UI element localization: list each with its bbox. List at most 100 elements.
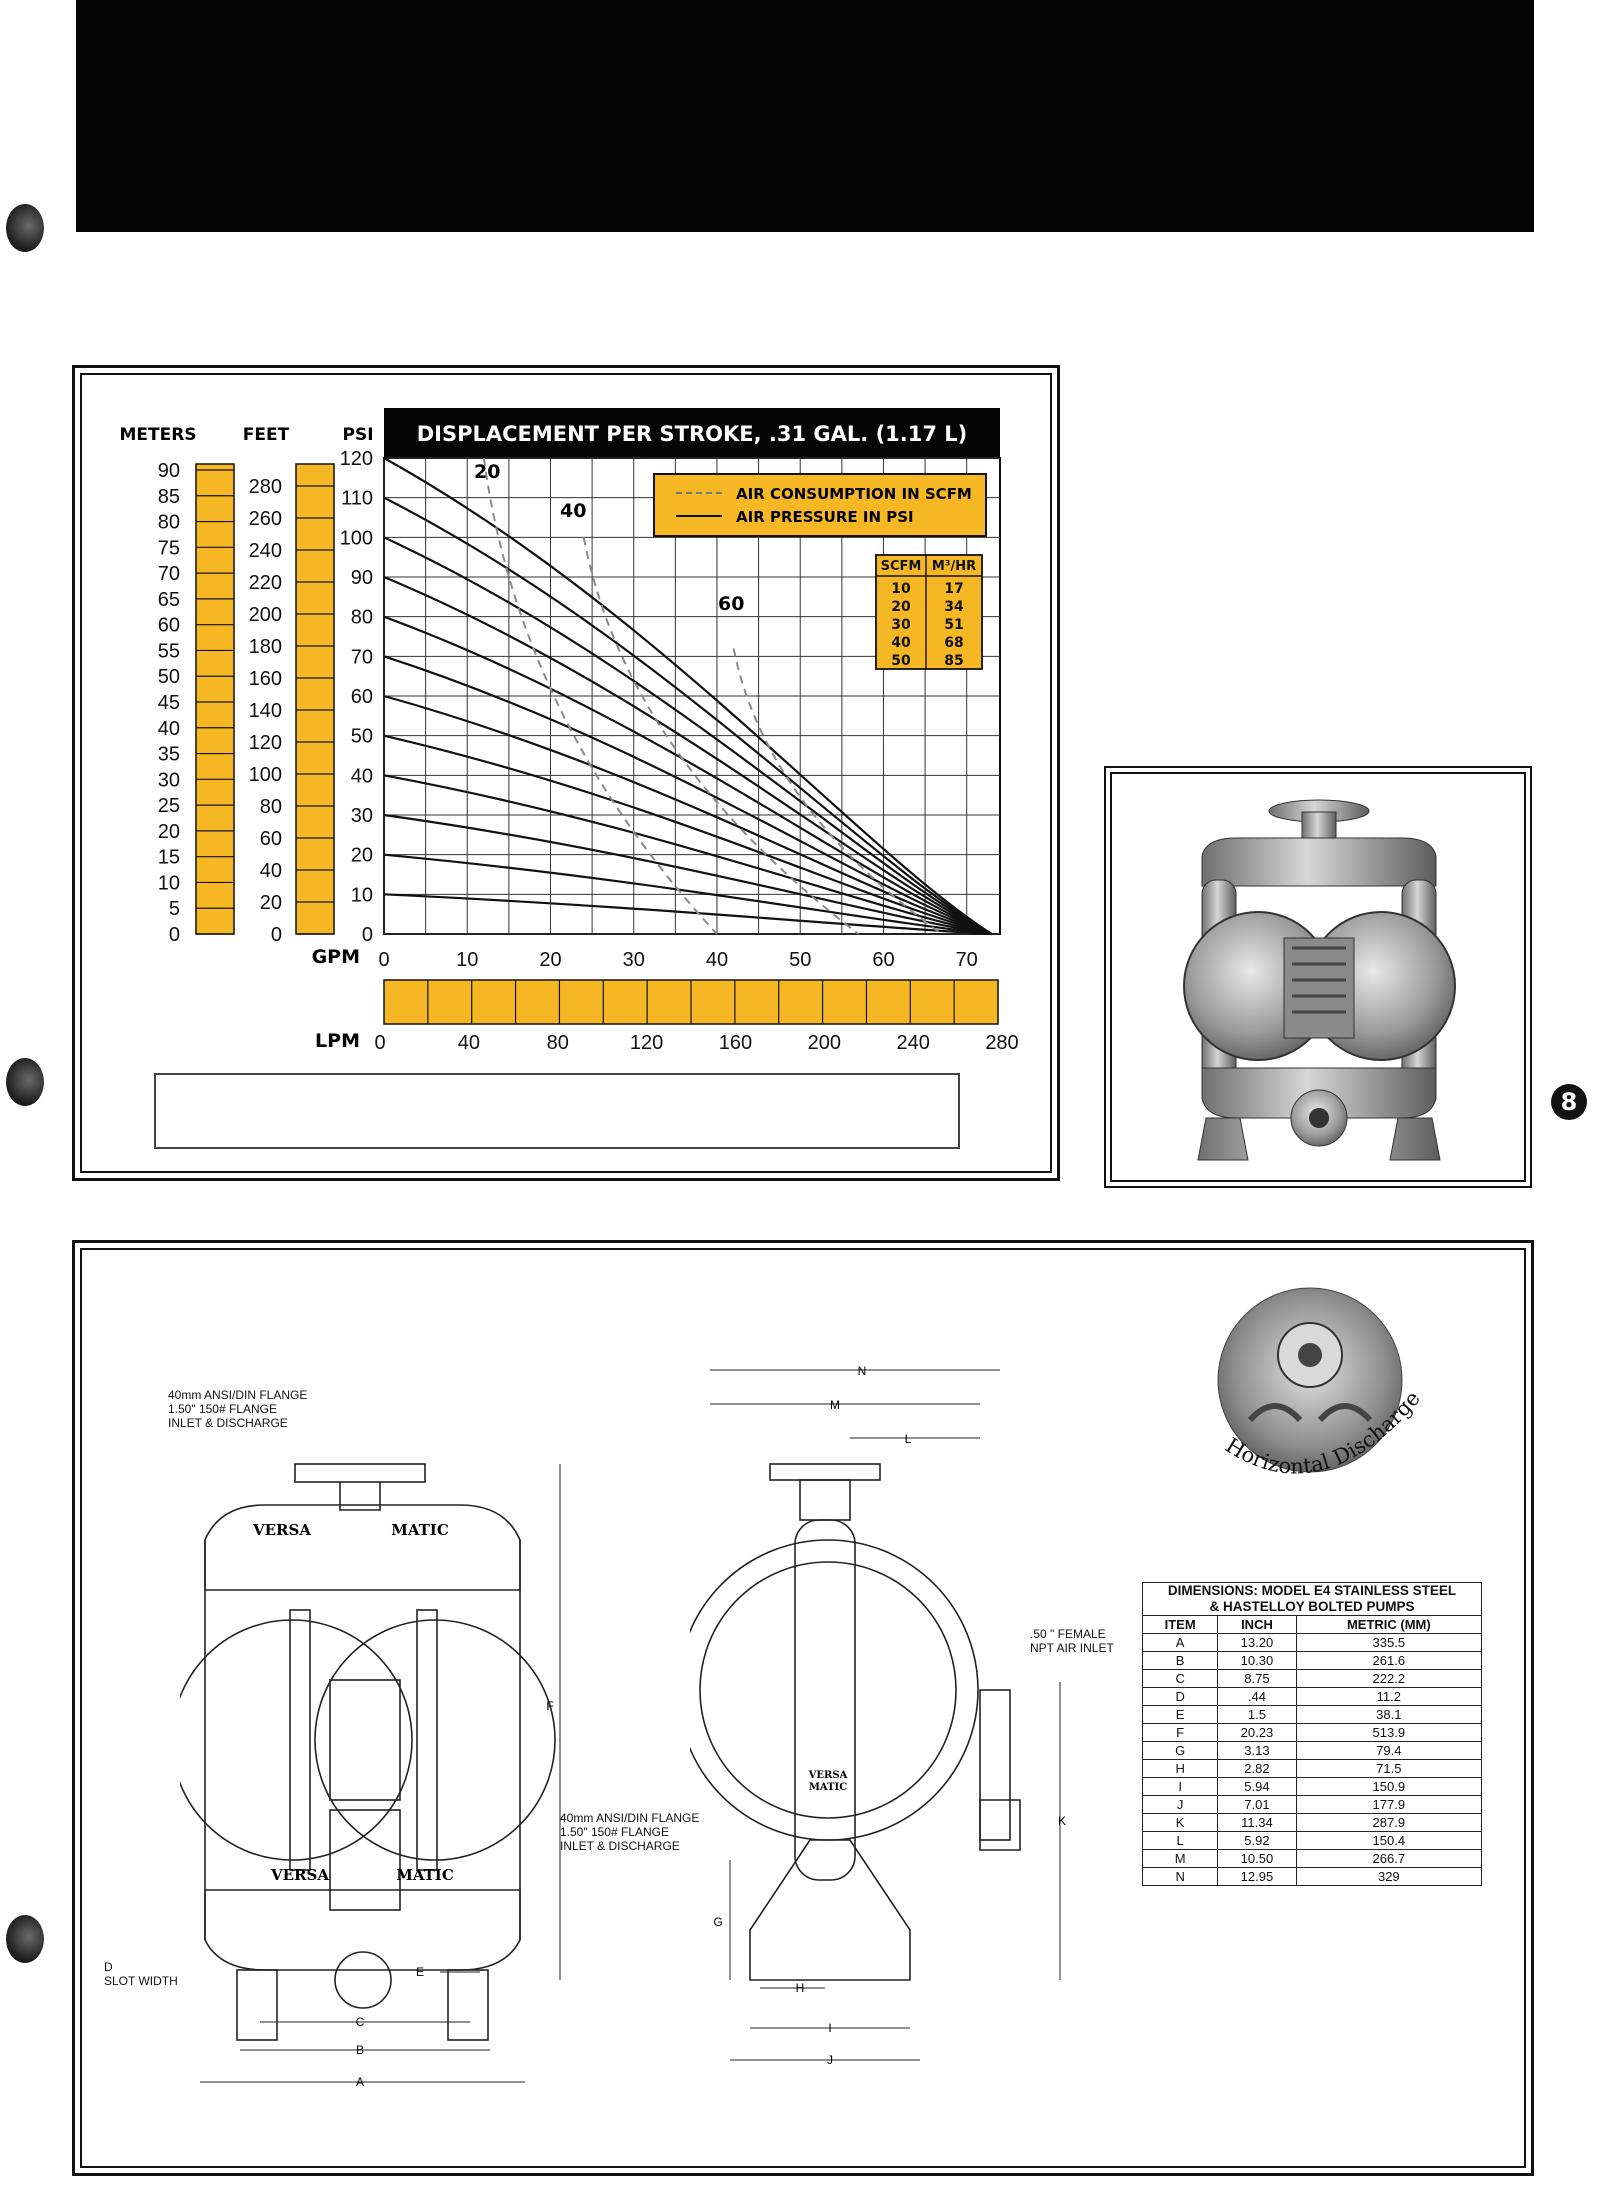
- side-flange-callout: 40mm ANSI/DIN FLANGE 1.50" 150# FLANGE I…: [560, 1811, 699, 1853]
- curve-label-40: 40: [560, 500, 586, 522]
- pump-photo-illustration: [1183, 799, 1456, 1161]
- metric-cell: 150.4: [1295, 1831, 1483, 1850]
- metric-cell: 335.5: [1295, 1633, 1483, 1652]
- m3hr-value: 68: [944, 635, 963, 651]
- air-consumption-curves: [482, 457, 943, 935]
- plot-grid: [383, 457, 1001, 935]
- inch-cell: 3.13: [1217, 1741, 1297, 1760]
- item-cell: K: [1141, 1813, 1219, 1832]
- item-cell: J: [1141, 1795, 1219, 1814]
- lpm-tick-label: 240: [896, 1032, 929, 1054]
- meters-tick-label: 60: [158, 615, 180, 637]
- black-header-band: [76, 0, 1534, 232]
- item-cell: E: [1141, 1705, 1219, 1724]
- metric-cell: 79.4: [1295, 1741, 1483, 1760]
- front-flange-callout: 40mm ANSI/DIN FLANGE 1.50" 150# FLANGE I…: [168, 1388, 307, 1430]
- inch-cell: .44: [1217, 1687, 1297, 1706]
- front-brand-right-bottom: MATIC: [396, 1866, 454, 1884]
- meters-tick-label: 90: [158, 460, 180, 482]
- dim-letter-e: E: [416, 1965, 424, 1979]
- m3hr-value: 17: [944, 581, 963, 597]
- item-cell: M: [1141, 1849, 1219, 1868]
- feet-tick-label: 40: [260, 860, 282, 882]
- metric-cell: 329: [1295, 1867, 1483, 1886]
- lpm-tick-label: 80: [547, 1032, 569, 1054]
- pressure-curve: [383, 615, 993, 936]
- feet-tick-label: 120: [249, 732, 282, 754]
- psi-tick-label: 20: [351, 845, 373, 867]
- lpm-axis-label: LPM: [315, 1030, 360, 1052]
- inch-cell: 13.20: [1217, 1633, 1297, 1652]
- meters-tick-label: 85: [158, 486, 180, 508]
- meters-tick-label: 75: [158, 537, 180, 559]
- scfm-value: 30: [891, 617, 911, 633]
- psi-tick-label: 80: [351, 607, 373, 629]
- side-brand-line-1: VERSA: [808, 1770, 848, 1781]
- item-cell: F: [1141, 1723, 1219, 1742]
- pressure-curves: [383, 457, 993, 936]
- psi-tick-label: 90: [351, 567, 373, 589]
- front-brand-left: VERSA: [252, 1521, 311, 1539]
- inch-cell: 2.82: [1217, 1759, 1297, 1778]
- gpm-tick-label: 10: [456, 949, 478, 971]
- air-inlet-line-2: NPT AIR INLET: [1030, 1641, 1114, 1655]
- pump-photo-frame: [1104, 766, 1532, 1188]
- side-view-drawing: VERSA MATIC N M L K G H I J: [690, 1364, 1066, 2067]
- dim-letter-b: B: [356, 2043, 364, 2057]
- metric-cell: 177.9: [1295, 1795, 1483, 1814]
- inch-cell: 10.30: [1217, 1651, 1297, 1670]
- gpm-tick-label: 50: [789, 949, 811, 971]
- feet-scale-bar: [295, 463, 335, 935]
- feet-tick-label: 100: [249, 764, 282, 786]
- feet-tick-label: 0: [271, 924, 282, 946]
- meters-tick-label: 20: [158, 821, 180, 843]
- psi-tick-label: 60: [351, 686, 373, 708]
- item-cell: H: [1141, 1759, 1219, 1778]
- psi-tick-label: 0: [362, 924, 373, 946]
- feet-tick-label: 220: [249, 572, 282, 594]
- dim-letter-a: A: [356, 2075, 364, 2089]
- air-inlet-line-1: .50 " FEMALE: [1030, 1627, 1106, 1641]
- inch-cell: 1.5: [1217, 1705, 1297, 1724]
- lpm-tick-label: 40: [458, 1032, 480, 1054]
- pressure-curve: [383, 575, 993, 935]
- dimensions-caption-line-1: DIMENSIONS: MODEL E4 STAINLESS STEEL: [1167, 1583, 1457, 1598]
- meters-tick-label: 65: [158, 589, 180, 611]
- pressure-curve: [383, 536, 993, 935]
- pressure-curve: [383, 853, 992, 936]
- gpm-tick-label: 60: [872, 949, 894, 971]
- front-view-drawing: VERSA MATIC VERSA MATIC A B C E F: [180, 1463, 561, 2089]
- metric-cell: 38.1: [1295, 1705, 1483, 1724]
- feet-tick-label: 140: [249, 700, 282, 722]
- dim-letter-j: J: [827, 2053, 833, 2067]
- psi-tick-label: 30: [351, 805, 373, 827]
- meters-tick-label: 35: [158, 744, 180, 766]
- horizontal-discharge-inset: Horizontal Discharge: [1217, 1287, 1425, 1479]
- binder-hole-top: [6, 204, 44, 252]
- gpm-tick-label: 70: [956, 949, 978, 971]
- meters-axis-label: METERS: [119, 425, 196, 445]
- m3hr-value: 85: [944, 653, 963, 669]
- scfm-value: 50: [891, 653, 911, 669]
- psi-tick-label: 120: [340, 448, 373, 470]
- metric-cell: 287.9: [1295, 1813, 1483, 1832]
- m3hr-value: 51: [944, 617, 963, 633]
- meters-tick-label: 10: [158, 872, 180, 894]
- psi-tick-label: 10: [351, 884, 373, 906]
- dim-letter-f: F: [546, 1699, 553, 1713]
- inch-cell: 10.50: [1217, 1849, 1297, 1868]
- feet-tick-label: 260: [249, 508, 282, 530]
- inch-cell: 12.95: [1217, 1867, 1297, 1886]
- air-consumption-curve: [582, 537, 860, 935]
- psi-axis-label: PSI: [342, 425, 373, 445]
